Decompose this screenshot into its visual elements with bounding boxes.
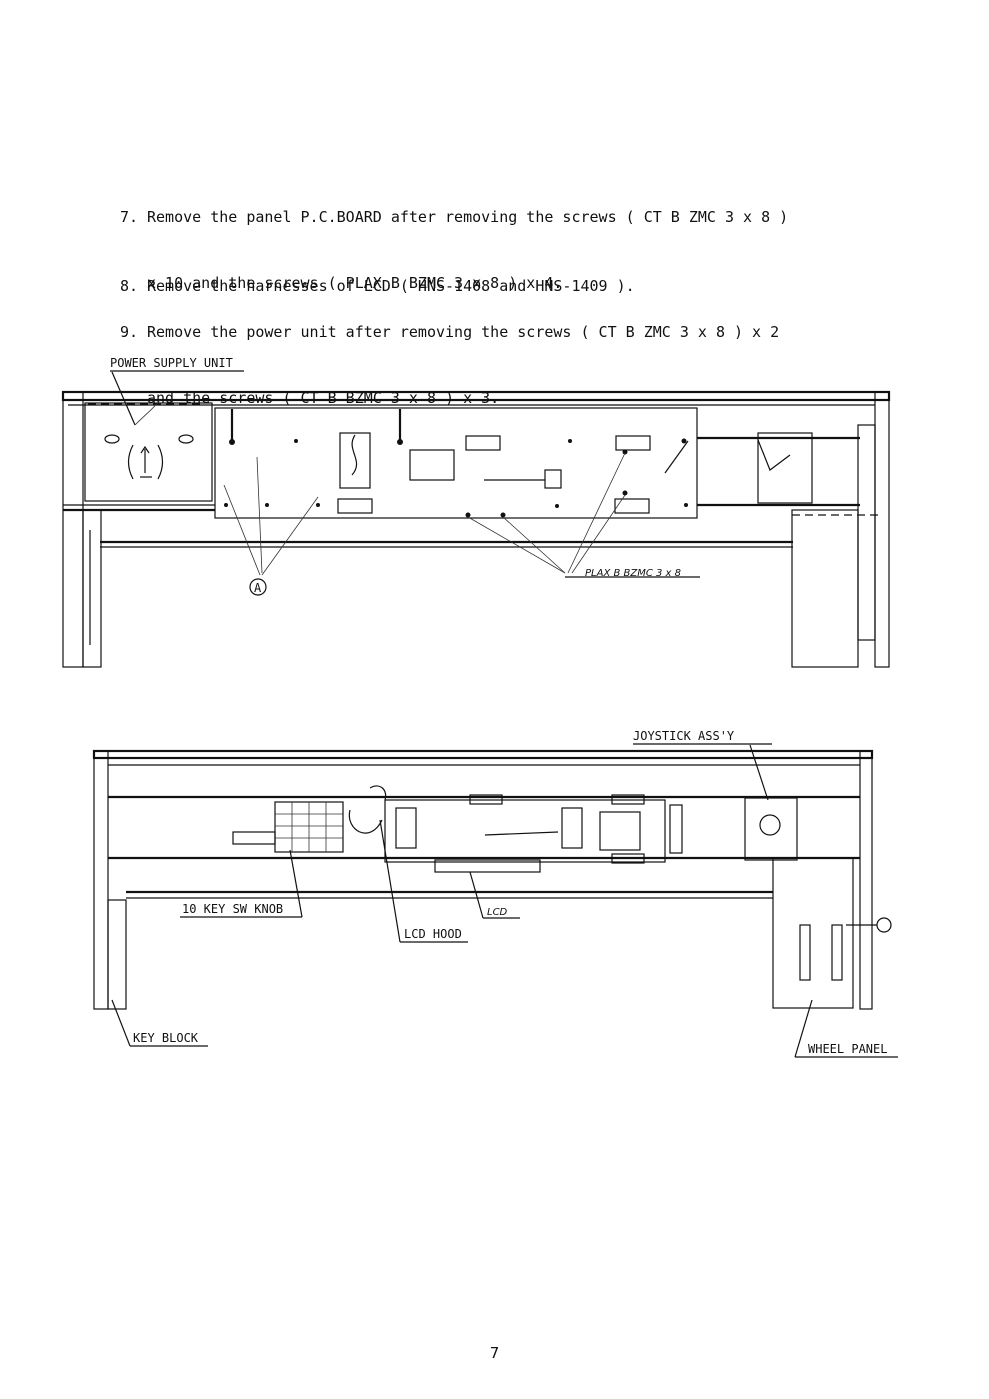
lcd-label: LCD xyxy=(487,907,508,918)
step-8: 8. Remove the harnesses of LCD ( HNS-1408… xyxy=(120,231,635,319)
chassis-top-rail xyxy=(92,749,874,760)
screw-icon xyxy=(104,434,120,444)
marker-a-circle xyxy=(249,578,267,596)
step-text-continued: x 10 and the screws ( PLAX B BZMC 3 x 8 … xyxy=(147,274,563,292)
leader-line xyxy=(749,744,769,801)
connector-bracket xyxy=(127,444,164,480)
chassis-left-foot xyxy=(82,509,102,668)
screw-dot xyxy=(622,449,628,455)
leader-line xyxy=(111,999,131,1047)
chassis-right-end xyxy=(874,391,890,668)
step-text: Remove the power unit after removing the… xyxy=(147,323,780,341)
leader-line xyxy=(261,496,319,576)
joystick-bracket xyxy=(757,432,813,504)
chassis-right-bracket xyxy=(857,424,876,641)
pcb-connector xyxy=(465,435,501,451)
arrow-up-icon xyxy=(140,445,150,473)
screw-dot xyxy=(316,503,320,507)
screw-icon xyxy=(178,434,194,444)
power-unit-cable xyxy=(134,399,161,426)
screw-spec-label: PLAX B BZMC 3 x 8 xyxy=(585,568,681,579)
lcd-connector xyxy=(561,807,583,849)
screw-dot xyxy=(224,503,228,507)
screwdriver-mark xyxy=(664,440,689,474)
screw-dot xyxy=(265,503,269,507)
step-9: 9. Remove the power unit after removing t… xyxy=(120,277,779,431)
chassis-left-end xyxy=(93,750,109,1010)
power-supply-unit-label: POWER SUPPLY UNIT xyxy=(110,356,233,370)
screw-dot xyxy=(568,439,572,443)
step-text: Remove the harnesses of LCD ( HNS-1408 a… xyxy=(147,277,635,295)
lcd-socket xyxy=(409,449,455,481)
chassis-right-end xyxy=(859,750,873,1010)
side-connector xyxy=(669,804,683,854)
knob-bracket xyxy=(232,831,276,845)
harness-wire xyxy=(351,434,358,476)
leader-line xyxy=(469,871,484,919)
step-number: 9. xyxy=(120,323,139,341)
figure-panel-pcb-diagram: POWER SUPPLY UNIT xyxy=(61,356,891,668)
chassis-left-end xyxy=(62,391,84,668)
screw-dot xyxy=(622,490,628,496)
leader-line xyxy=(379,819,401,943)
chassis-top-rail xyxy=(61,390,891,402)
step-text: Remove the panel P.C.BOARD after removin… xyxy=(147,208,789,226)
joystick-knob xyxy=(759,814,781,836)
rail-clip xyxy=(611,853,645,864)
harness-connector xyxy=(339,432,371,489)
rail-clip xyxy=(469,794,503,805)
chassis-left-foot xyxy=(107,899,127,1010)
lcd-bottom-keys xyxy=(434,859,541,873)
pcb-connector xyxy=(337,498,373,514)
wheel-panel-housing xyxy=(791,509,859,668)
pitch-wheel xyxy=(799,924,811,981)
leader-line xyxy=(502,516,566,574)
marker-a-label: A xyxy=(254,581,262,595)
rail-clip xyxy=(611,794,645,805)
lcd-hood-label: LCD HOOD xyxy=(404,927,462,941)
pcb-connector xyxy=(615,435,651,451)
lcd-connector xyxy=(395,807,417,849)
pcb-trace xyxy=(484,831,559,836)
step-number: 8. xyxy=(120,277,139,295)
joystick-label: JOYSTICK ASS'Y xyxy=(633,729,735,743)
mod-wheel xyxy=(831,924,843,981)
page-number: 7 xyxy=(489,1344,500,1362)
key-block-label: KEY BLOCK xyxy=(133,1031,199,1045)
figure-key-block-diagram: JOYSTICK ASS'Y 10 KEY SW KNOB LCD LCD HO… xyxy=(92,729,898,1058)
leader-line xyxy=(571,494,626,574)
step-text-continued: and the screws ( CT B BZMC 3 x 8 ) x 3. xyxy=(147,389,500,407)
lcd-hood-curve xyxy=(348,809,383,834)
power-connector xyxy=(599,811,641,851)
lcd-module xyxy=(384,799,666,863)
step-7: 7. Remove the panel P.C.BOARD after remov… xyxy=(120,162,788,316)
leader-line xyxy=(256,456,263,574)
screw-dot xyxy=(500,512,506,518)
wheel-panel xyxy=(772,857,854,1009)
screw-dot xyxy=(397,439,403,445)
leader-line xyxy=(467,516,566,574)
leader-line xyxy=(111,371,136,426)
joystick-assembly xyxy=(744,797,798,861)
wheel-panel-label: WHEEL PANEL xyxy=(808,1042,887,1056)
screw-dot xyxy=(555,504,559,508)
panel-pcb xyxy=(214,407,698,519)
leader-line xyxy=(567,452,626,574)
leader-line xyxy=(794,999,813,1058)
screw-dot xyxy=(465,512,471,518)
harness-wire xyxy=(369,785,387,801)
screw-dot xyxy=(681,438,687,444)
ten-key-sw-knob-label: 10 KEY SW KNOB xyxy=(182,902,283,916)
joystick-wire xyxy=(757,439,791,471)
screw-dot xyxy=(229,439,235,445)
screw-dot xyxy=(684,503,688,507)
screw-head-icon xyxy=(876,917,892,933)
power-supply-unit xyxy=(84,402,213,502)
step-number: 7. xyxy=(120,208,139,226)
pcb-connector xyxy=(614,498,650,514)
pcb-component xyxy=(544,469,562,489)
leader-line xyxy=(223,484,261,576)
screw-dot xyxy=(294,439,298,443)
leader-line xyxy=(289,849,303,918)
